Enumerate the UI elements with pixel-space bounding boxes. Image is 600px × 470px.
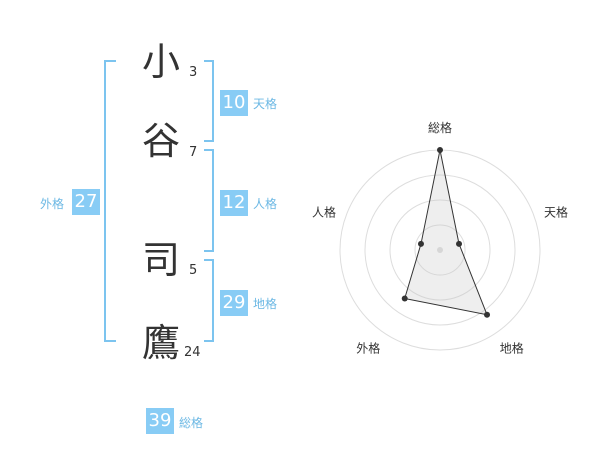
radar-point-5 bbox=[417, 240, 424, 247]
radar-center bbox=[437, 247, 443, 253]
radar-ring-3 bbox=[364, 174, 516, 326]
radar-axis-label-5: 人格 bbox=[312, 204, 336, 219]
tenkaku-bracket bbox=[204, 60, 214, 142]
tenkaku-value: 10 bbox=[220, 90, 248, 116]
radar-area bbox=[404, 149, 488, 316]
chikaku-label: 地格 bbox=[253, 297, 278, 311]
radar-axis-label-4: 外格 bbox=[356, 341, 380, 356]
jinkaku-value: 12 bbox=[220, 190, 248, 216]
radar-point-1 bbox=[437, 147, 443, 153]
stroke-count-2: 7 bbox=[189, 145, 198, 160]
stroke-count-4: 24 bbox=[184, 345, 201, 360]
chikaku-value: 29 bbox=[220, 290, 248, 316]
jinkaku-label: 人格 bbox=[253, 197, 278, 211]
radar-ring-2 bbox=[389, 199, 491, 301]
soukaku-value: 39 bbox=[146, 408, 174, 434]
stroke-count-1: 3 bbox=[189, 65, 198, 80]
jinkaku-bracket bbox=[204, 149, 214, 252]
radar-point-3 bbox=[484, 311, 491, 318]
stroke-count-3: 5 bbox=[189, 263, 198, 278]
radar-ring-1 bbox=[414, 224, 466, 276]
gaikaku-bracket bbox=[104, 60, 116, 342]
chikaku-bracket bbox=[204, 259, 214, 342]
radar-axis-label-1: 総格 bbox=[428, 120, 452, 135]
name-char-2: 谷 bbox=[141, 119, 180, 163]
radar-point-4 bbox=[401, 295, 408, 302]
radar-axis-label-2: 天格 bbox=[544, 204, 568, 219]
gaikaku-label: 外格 bbox=[40, 197, 65, 211]
radar-axis-label-3: 地格 bbox=[500, 341, 524, 356]
radar-point-2 bbox=[456, 240, 463, 247]
name-char-4: 鷹 bbox=[141, 321, 180, 365]
name-char-3: 司 bbox=[141, 238, 180, 282]
gaikaku-value: 27 bbox=[72, 189, 100, 215]
tenkaku-label: 天格 bbox=[253, 97, 278, 111]
soukaku-label: 総格 bbox=[179, 416, 204, 430]
name-char-1: 小 bbox=[141, 40, 180, 84]
